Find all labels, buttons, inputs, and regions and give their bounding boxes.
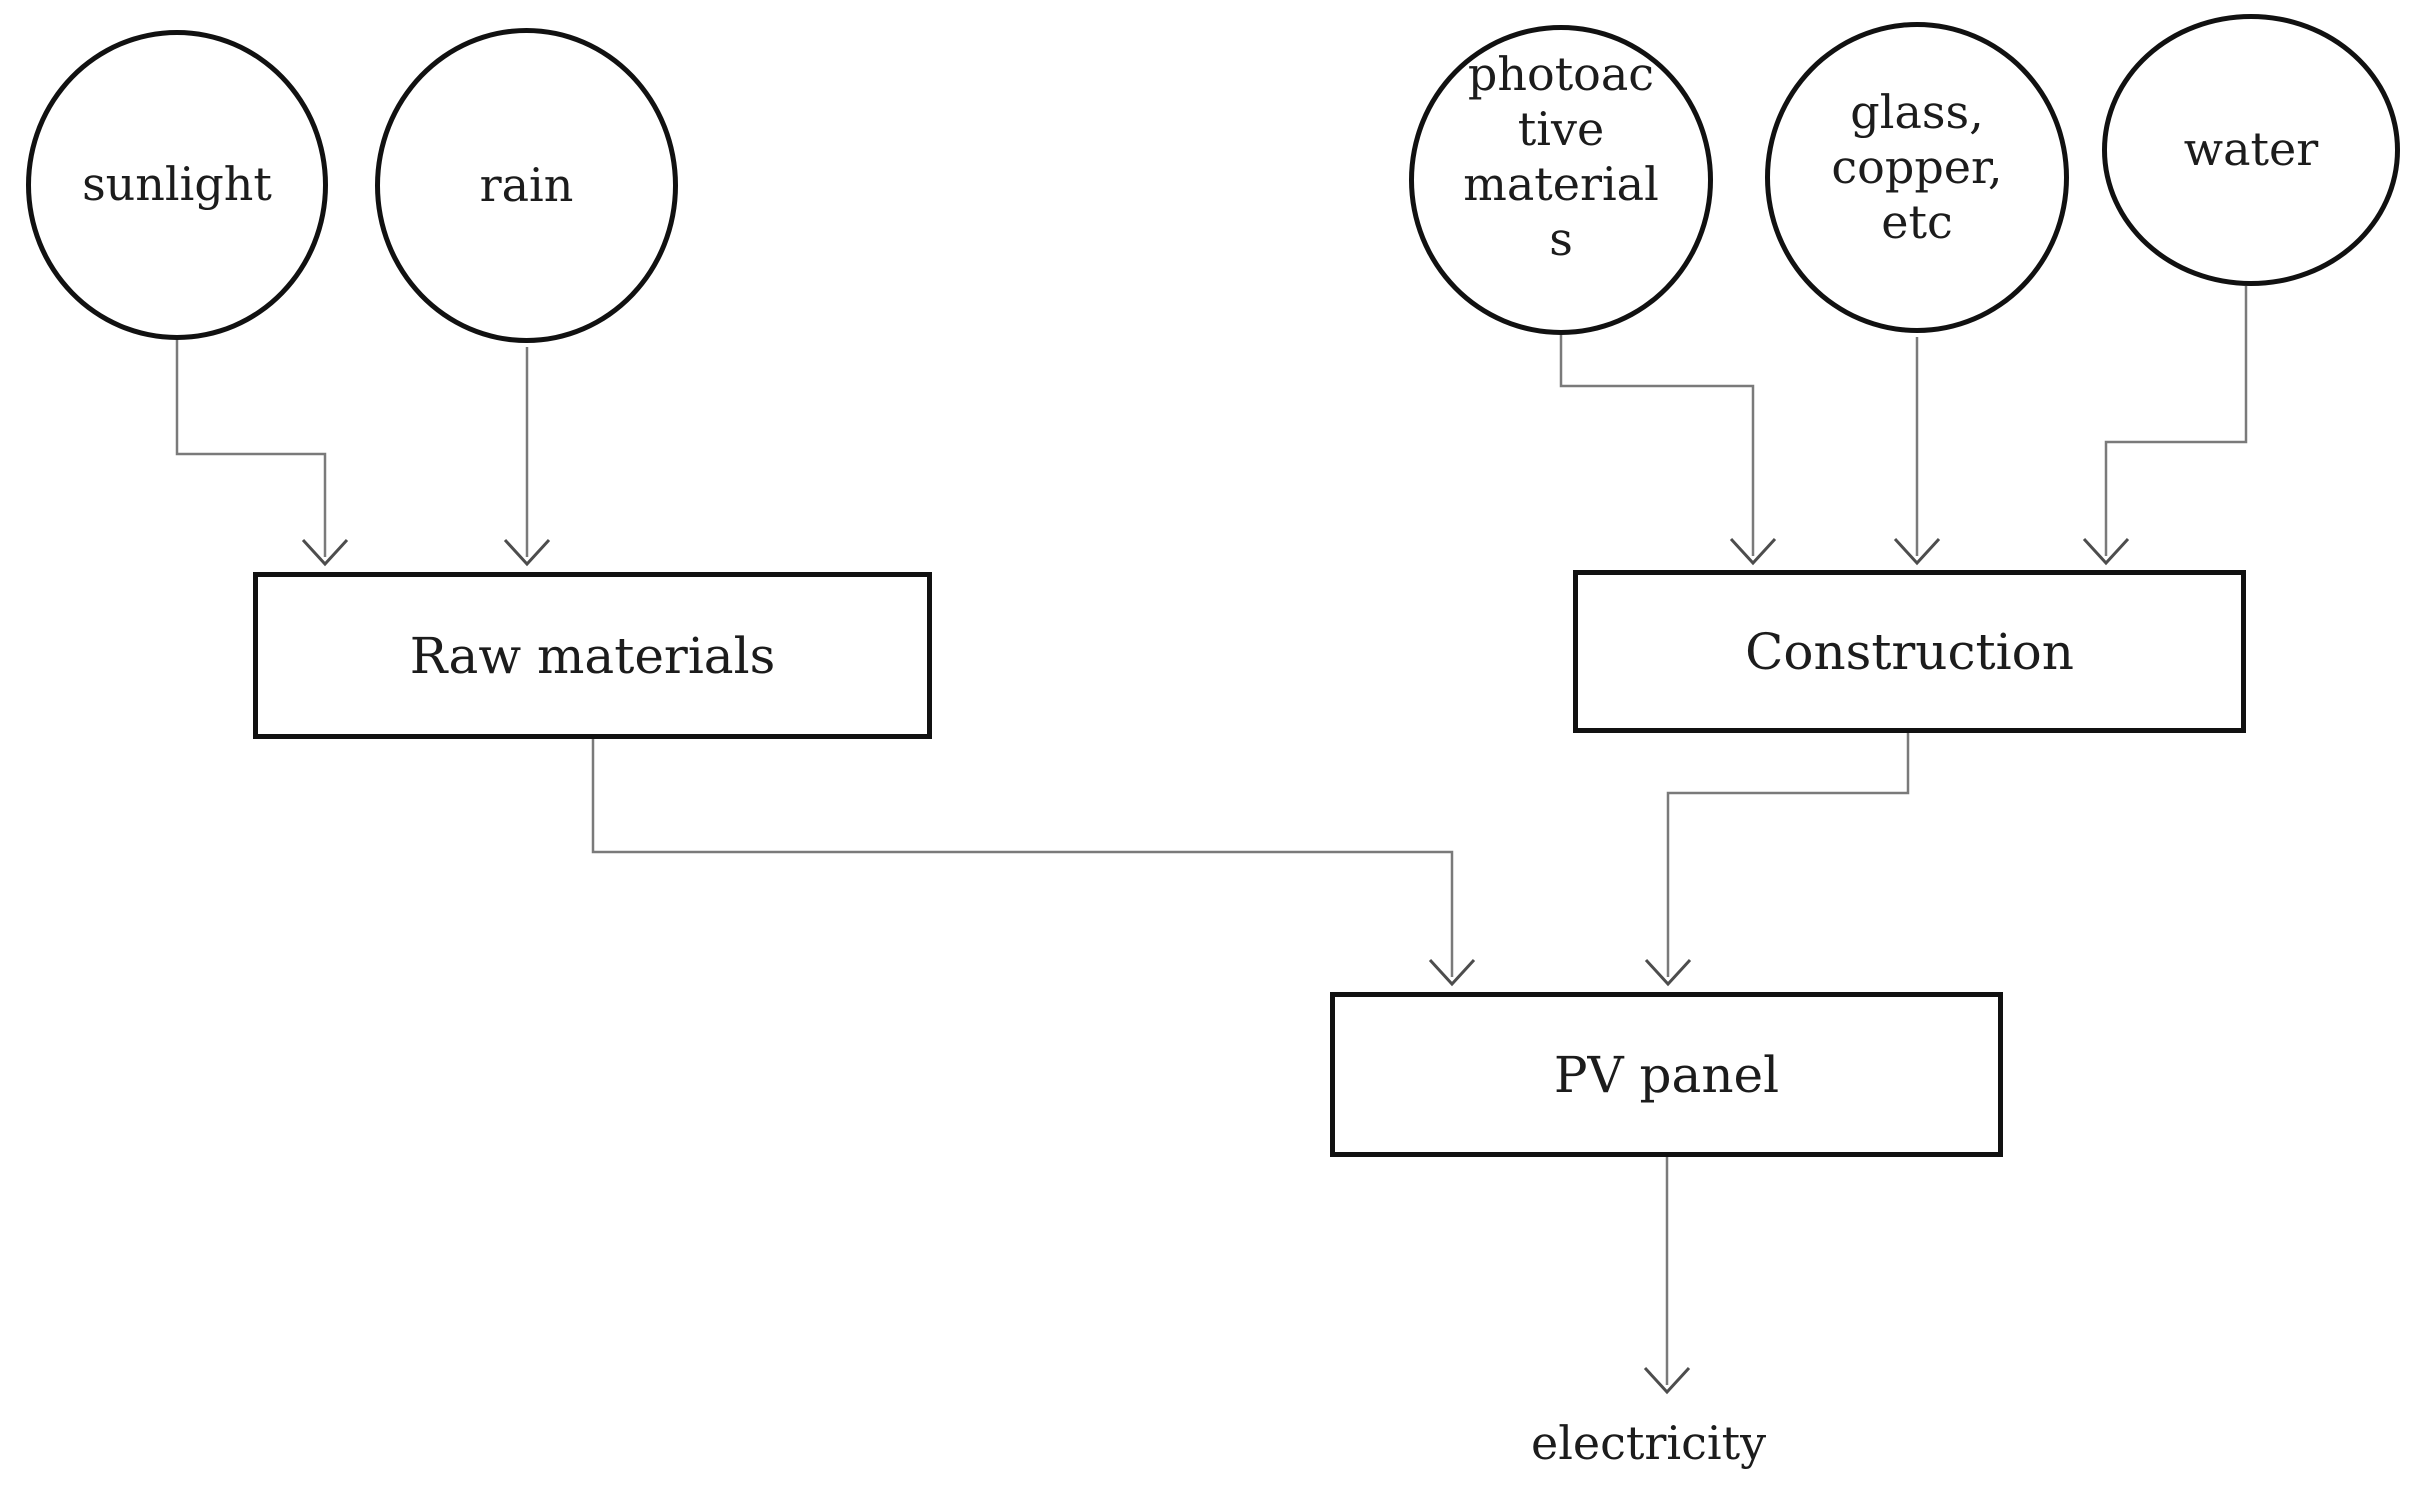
node-pv-panel: PV panel [1330, 992, 2003, 1157]
arrowhead-photoactive-to-construction [1729, 537, 1777, 566]
arrowhead-construction-to-pv-panel [1644, 958, 1692, 987]
node-pv-panel-label: PV panel [1553, 1045, 1780, 1104]
node-raw-materials-label: Raw materials [409, 626, 776, 685]
node-glass-copper-etc-label: glass, copper, etc [1831, 84, 2003, 250]
node-sunlight: sunlight [26, 30, 328, 340]
node-photoactive-materials: photoac tive material s [1409, 25, 1713, 335]
node-construction: Construction [1573, 570, 2246, 733]
node-water: water [2102, 14, 2400, 286]
arrowhead-sunlight-to-raw-materials [301, 538, 349, 567]
arrow-sunlight-to-raw-materials [175, 340, 327, 557]
arrow-raw-materials-to-pv-panel [591, 739, 1454, 977]
label-electricity: electricity [1531, 1416, 1767, 1470]
node-glass-copper-etc: glass, copper, etc [1765, 22, 2069, 333]
node-sunlight-label: sunlight [82, 157, 272, 212]
arrowhead-glass-to-construction [1893, 537, 1941, 566]
arrowhead-raw-materials-to-pv-panel [1428, 958, 1476, 987]
node-raw-materials: Raw materials [253, 572, 932, 739]
node-rain: rain [375, 28, 678, 343]
node-rain-label: rain [479, 157, 574, 212]
arrowhead-water-to-construction [2082, 537, 2130, 566]
node-construction-label: Construction [1745, 622, 2074, 681]
node-water-label: water [2183, 122, 2319, 177]
arrowhead-pv-panel-to-electricity [1643, 1366, 1691, 1395]
arrow-water-to-construction [2104, 286, 2248, 556]
arrow-photoactive-to-construction [1559, 335, 1755, 556]
arrow-construction-to-pv-panel [1666, 733, 1910, 977]
arrowhead-rain-to-raw-materials [503, 538, 551, 567]
node-photoactive-materials-label: photoac tive material s [1463, 46, 1659, 267]
